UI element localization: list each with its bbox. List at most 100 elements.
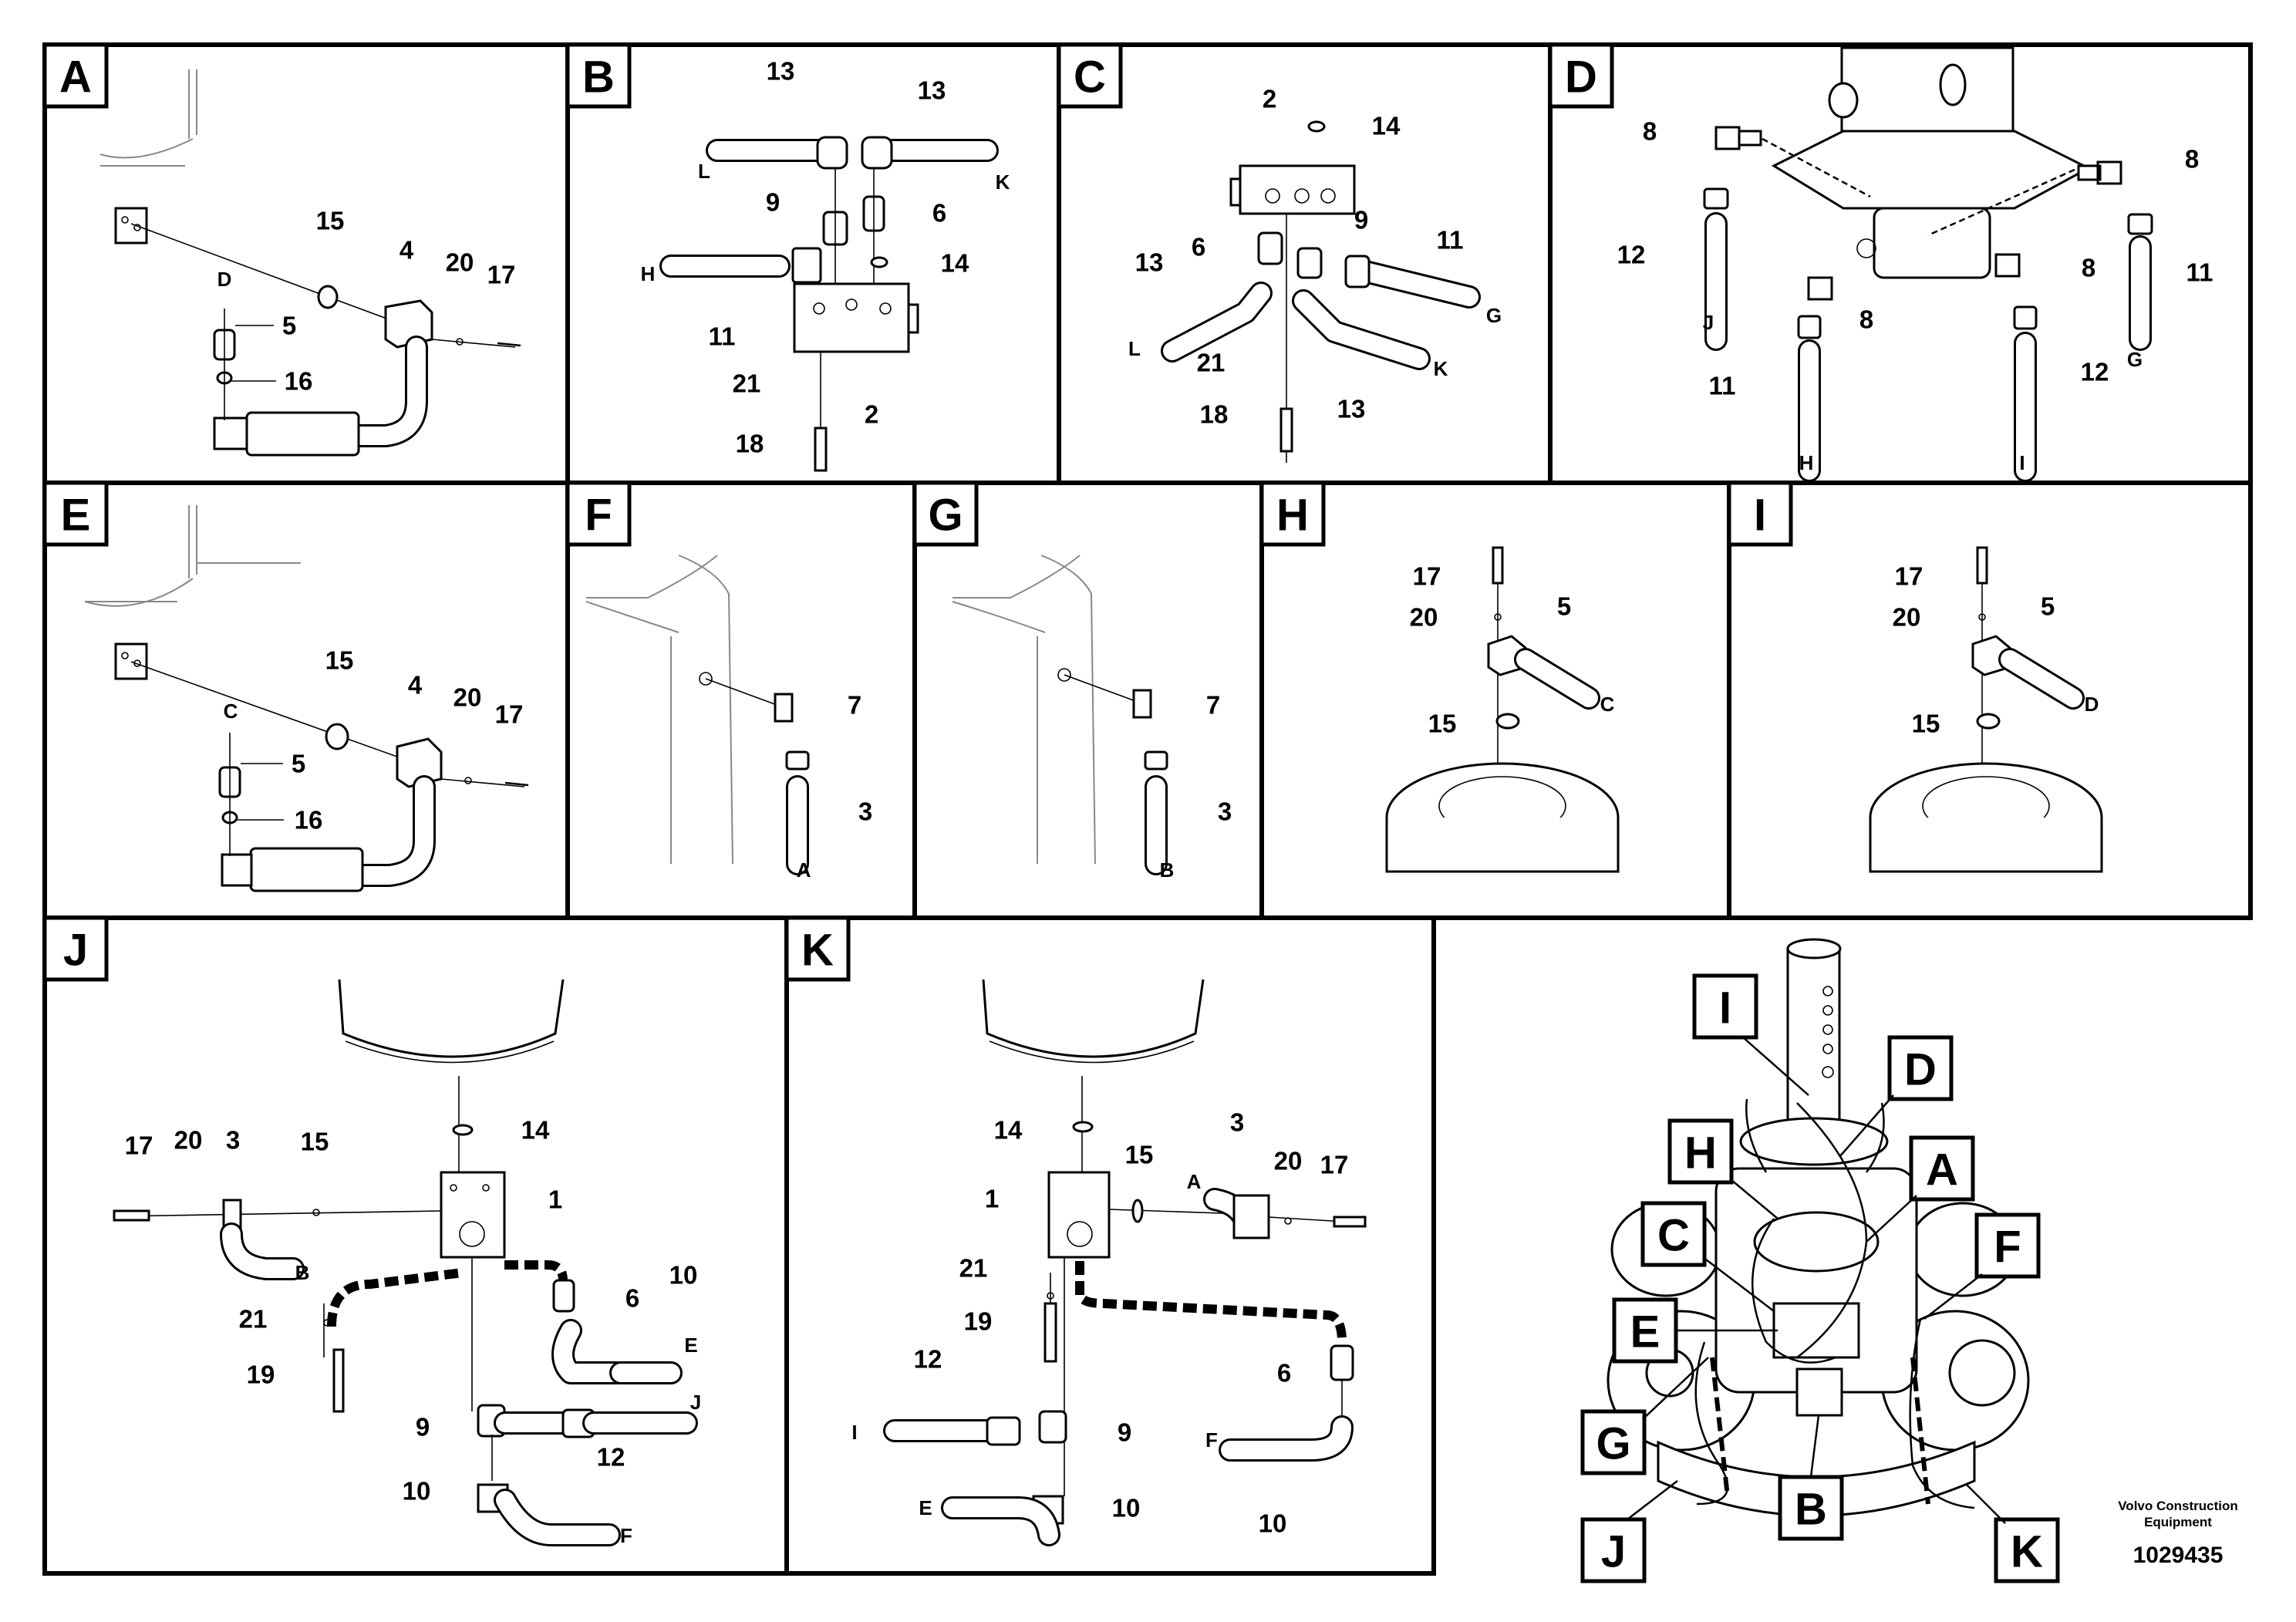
panel-i-tag: I <box>1727 481 1793 547</box>
panel-i-callout-5: 5 <box>2041 592 2055 621</box>
panel-j-callout-20: 20 <box>174 1126 203 1155</box>
panel-k-callout-21: 21 <box>959 1254 988 1283</box>
panel-k-callout-20: 20 <box>1274 1147 1303 1175</box>
panel-i-callout-15: 15 <box>1912 710 1940 738</box>
panel-b-callout-9: 9 <box>766 188 780 217</box>
panel-k-drawing <box>883 979 1367 1546</box>
overview-tag-a: A <box>1909 1135 1975 1202</box>
panel-j-callout-10a: 10 <box>669 1261 698 1290</box>
svg-text:I: I <box>1719 983 1731 1034</box>
panel-k-callout-a: A <box>1187 1170 1202 1193</box>
panel-e-tag: E <box>42 481 109 547</box>
panel-d-drawing <box>1703 46 2153 482</box>
svg-text:K: K <box>2011 1527 2043 1577</box>
panel-a-callout-20: 20 <box>446 248 474 277</box>
panel-f-callout-3: 3 <box>858 798 872 826</box>
hose-body <box>245 411 360 457</box>
panel-i-callout-20: 20 <box>1893 603 1921 632</box>
svg-text:H: H <box>1684 1128 1717 1179</box>
panel-b-callout-14: 14 <box>941 249 969 278</box>
panel-e-callout-20: 20 <box>453 683 482 712</box>
panel-j-callout-14: 14 <box>521 1116 550 1145</box>
panel-j-callout-b: B <box>295 1261 310 1284</box>
svg-text:D: D <box>1565 52 1597 103</box>
panel-d-callout-8d: 8 <box>2082 254 2095 282</box>
panel-d-callout-11a: 11 <box>2186 258 2213 287</box>
panel-k-callout-15: 15 <box>1125 1141 1154 1169</box>
swivel-flange <box>1771 130 2092 210</box>
seal-ring <box>317 285 339 309</box>
panel-d-callout-8c: 8 <box>1859 305 1873 334</box>
mounting-plate <box>114 207 148 244</box>
valve-block <box>1047 1171 1111 1259</box>
panel-d-callout-8b: 8 <box>2185 145 2199 174</box>
overview-tag-k: K <box>1994 1517 2060 1583</box>
panel-e-drawing <box>84 505 529 892</box>
svg-text:J: J <box>63 926 88 976</box>
overview-tag-e: E <box>1612 1297 1678 1364</box>
panel-g-tag: G <box>912 481 979 547</box>
panel-a-callout-17: 17 <box>487 261 516 289</box>
panel-b-callout-l: L <box>698 160 710 183</box>
panel-c-callout-l: L <box>1128 337 1141 360</box>
svg-text:E: E <box>1630 1307 1660 1357</box>
panel-j-callout-6: 6 <box>625 1284 639 1313</box>
panel-a-callout-4: 4 <box>400 236 414 265</box>
panel-c-callout-g: G <box>1486 304 1502 327</box>
panel-c-callout-k: K <box>1434 357 1448 380</box>
panel-k-callout-i: I <box>851 1421 857 1444</box>
panel-b-callout-2: 2 <box>865 400 878 429</box>
panel-c-callout-18: 18 <box>1200 400 1229 429</box>
panel-a-callout-16: 16 <box>285 367 313 396</box>
svg-text:B: B <box>1795 1485 1827 1535</box>
panel-e-callout-16: 16 <box>295 806 323 835</box>
panel-j-callout-21: 21 <box>239 1305 268 1334</box>
panel-h-tag: H <box>1259 481 1326 547</box>
panel-d-callout-h: H <box>1799 451 1814 474</box>
panel-c-tag: C <box>1057 42 1123 109</box>
panel-c-callout-6: 6 <box>1192 233 1205 261</box>
panel-f-tag: F <box>565 481 632 547</box>
panel-b-drawing <box>659 136 999 472</box>
svg-text:B: B <box>582 52 615 103</box>
panel-f-frame <box>565 481 917 920</box>
panel-j-callout-e: E <box>684 1334 697 1357</box>
panel-k-callout-9: 9 <box>1118 1418 1131 1447</box>
svg-text:C: C <box>1657 1211 1690 1261</box>
panel-d-callout-12b: 12 <box>2081 358 2109 386</box>
panel-b-callout-h: H <box>641 262 656 285</box>
panel-j-callout-19: 19 <box>247 1361 275 1389</box>
panel-k-callout-6: 6 <box>1277 1359 1291 1388</box>
panel-h-callout-20: 20 <box>1410 603 1438 632</box>
panel-a-callout-5: 5 <box>282 312 296 340</box>
panel-j-callout-17: 17 <box>125 1131 153 1160</box>
panel-d-callout-12a: 12 <box>1617 241 1646 269</box>
panel-k-callout-3: 3 <box>1230 1108 1244 1137</box>
svg-text:A: A <box>59 52 92 103</box>
overview-tag-d: D <box>1887 1035 1954 1101</box>
panel-b-callout-11: 11 <box>709 322 736 351</box>
panel-e-callout-17: 17 <box>495 700 524 729</box>
svg-text:I: I <box>1754 491 1766 541</box>
panel-c-callout-13a: 13 <box>1135 248 1164 277</box>
panel-g-drawing <box>952 555 1168 875</box>
panel-h-callout-c: C <box>1600 693 1615 716</box>
svg-text:A: A <box>1926 1145 1958 1195</box>
panel-d-callout-11b: 11 <box>1709 372 1736 400</box>
panel-c-callout-14: 14 <box>1372 112 1401 140</box>
svg-text:F: F <box>585 491 612 541</box>
panel-a-tag: A <box>42 42 109 109</box>
svg-text:E: E <box>61 491 91 541</box>
panel-g-callout-b: B <box>1160 858 1175 882</box>
panel-c-drawing <box>1161 120 1481 463</box>
panel-d-callout-i: I <box>2019 451 2025 474</box>
panel-d-tag: D <box>1548 42 1614 109</box>
swivel-base <box>338 979 565 1058</box>
valve-block <box>440 1171 506 1259</box>
overview-tag-b: B <box>1778 1475 1844 1541</box>
hose-end <box>213 416 248 450</box>
panel-k-callout-10b: 10 <box>1112 1494 1141 1523</box>
swivel-base <box>982 979 1205 1058</box>
svg-text:D: D <box>1904 1045 1937 1095</box>
